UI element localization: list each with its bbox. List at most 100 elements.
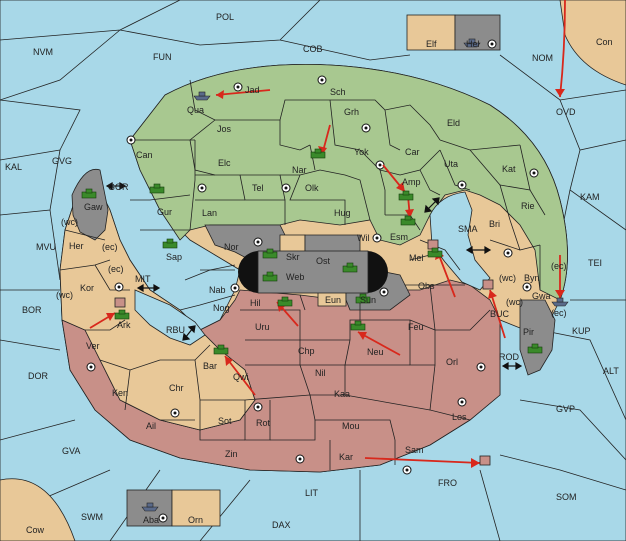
- sc-yok: [375, 160, 385, 170]
- army-unit: [398, 190, 414, 201]
- label-ovd: OVD: [556, 107, 576, 117]
- sc-ver: [86, 362, 96, 372]
- label-gvg: GVG: [52, 156, 72, 166]
- army-unit: [277, 296, 293, 307]
- label-feu: Feu: [408, 322, 424, 332]
- label-wc: (wc): [499, 273, 516, 283]
- sc-gwa: [522, 282, 532, 292]
- label-tei: TEI: [588, 258, 602, 268]
- label-hel: Hel: [466, 39, 480, 49]
- region-cow[interactable]: [0, 478, 76, 541]
- sc-kar: [402, 465, 412, 475]
- army-unit: [400, 215, 416, 226]
- sc-ail: [170, 408, 180, 418]
- army-unit: [213, 344, 229, 355]
- label-rod: ROD: [499, 352, 520, 362]
- label-pol: POL: [216, 12, 234, 22]
- label-nil: Nil: [315, 368, 326, 378]
- label-neu: Neu: [367, 347, 384, 357]
- region-elf[interactable]: [406, 14, 456, 51]
- sc-bri: [503, 248, 513, 258]
- label-can: Can: [136, 150, 153, 160]
- label-gwa: Gwa: [532, 291, 551, 301]
- hq-marker-fro: [479, 455, 491, 466]
- army-unit: [350, 320, 366, 331]
- label-kat: Kat: [502, 164, 516, 174]
- fleet-unit: [551, 297, 569, 307]
- sc-nor: [253, 237, 263, 247]
- sc-can: [126, 135, 136, 145]
- label-ec: (ec): [108, 264, 124, 274]
- label-wc: (wc): [56, 290, 73, 300]
- army-unit: [81, 188, 97, 199]
- label-orn: Orn: [188, 515, 203, 525]
- sc-olk: [281, 183, 291, 193]
- label-nar: Nar: [292, 165, 307, 175]
- label-zin: Zin: [225, 449, 238, 459]
- region-pir[interactable]: [519, 299, 556, 376]
- sc-los: [457, 397, 467, 407]
- label-eld: Eld: [447, 118, 460, 128]
- label-qwi: Qwi: [233, 372, 249, 382]
- sc-wil: [372, 233, 382, 243]
- order-arrow: [436, 249, 456, 298]
- army-unit: [527, 343, 543, 354]
- label-tel: Tel: [252, 183, 264, 193]
- label-ec: (ec): [551, 308, 567, 318]
- sc-orl: [476, 362, 486, 372]
- label-lan: Lan: [202, 208, 217, 218]
- label-obs: Obs: [418, 281, 435, 291]
- region-rbu[interactable]: [134, 289, 206, 346]
- label-nom: NOM: [532, 53, 553, 63]
- label-sma: SMA: [458, 224, 478, 234]
- sc-kor: [114, 282, 124, 292]
- sc-sot: [253, 402, 263, 412]
- label-ver: Ver: [86, 341, 100, 351]
- region-gaw[interactable]: [71, 168, 109, 241]
- label-pir: Pir: [523, 327, 534, 337]
- label-fun: FUN: [153, 52, 172, 62]
- fleet-unit: [463, 38, 481, 48]
- label-kar: Kar: [339, 452, 353, 462]
- region-sma[interactable]: [429, 191, 491, 291]
- label-aba: Aba: [143, 515, 159, 525]
- label-uru: Uru: [255, 322, 270, 332]
- label-uta: Uta: [444, 159, 458, 169]
- army-unit: [149, 183, 165, 194]
- supply-centers: [86, 39, 539, 523]
- green-territory: [129, 63, 568, 301]
- label-sam: Sam: [405, 445, 424, 455]
- label-con: Con: [596, 37, 613, 47]
- label-kam: KAM: [580, 192, 600, 202]
- sc-kat: [529, 168, 539, 178]
- label-ost: Ost: [316, 256, 331, 266]
- sc-tel: [197, 183, 207, 193]
- label-gva: GVA: [62, 446, 80, 456]
- hq-marker-buc: [482, 279, 494, 290]
- region-orn[interactable]: [171, 489, 221, 527]
- order-arrows: [89, 0, 566, 468]
- label-jos: Jos: [217, 124, 232, 134]
- label-wc: (wc): [61, 217, 78, 227]
- label-esm: Esm: [390, 232, 408, 242]
- army-unit: [355, 293, 371, 304]
- label-orl: Orl: [446, 357, 458, 367]
- sc-zin: [295, 454, 305, 464]
- order-arrow: [489, 289, 506, 339]
- army-unit: [114, 309, 130, 320]
- label-mit: MIT: [135, 274, 151, 284]
- label-ec: (ec): [551, 261, 567, 271]
- label-nvm: NVM: [33, 47, 53, 57]
- label-qua: Qua: [187, 105, 204, 115]
- label-ken: Ken: [112, 388, 128, 398]
- label-cob: COB: [303, 44, 323, 54]
- label-hil: Hil: [250, 298, 261, 308]
- label-byn: Byn: [524, 273, 540, 283]
- label-nor: Nor: [224, 242, 239, 252]
- label-yok: Yok: [354, 147, 369, 157]
- hq-marker-ark: [114, 297, 126, 308]
- label-los: Los: [452, 412, 467, 422]
- label-cow: Cow: [26, 525, 45, 535]
- label-rot: Rot: [256, 418, 271, 428]
